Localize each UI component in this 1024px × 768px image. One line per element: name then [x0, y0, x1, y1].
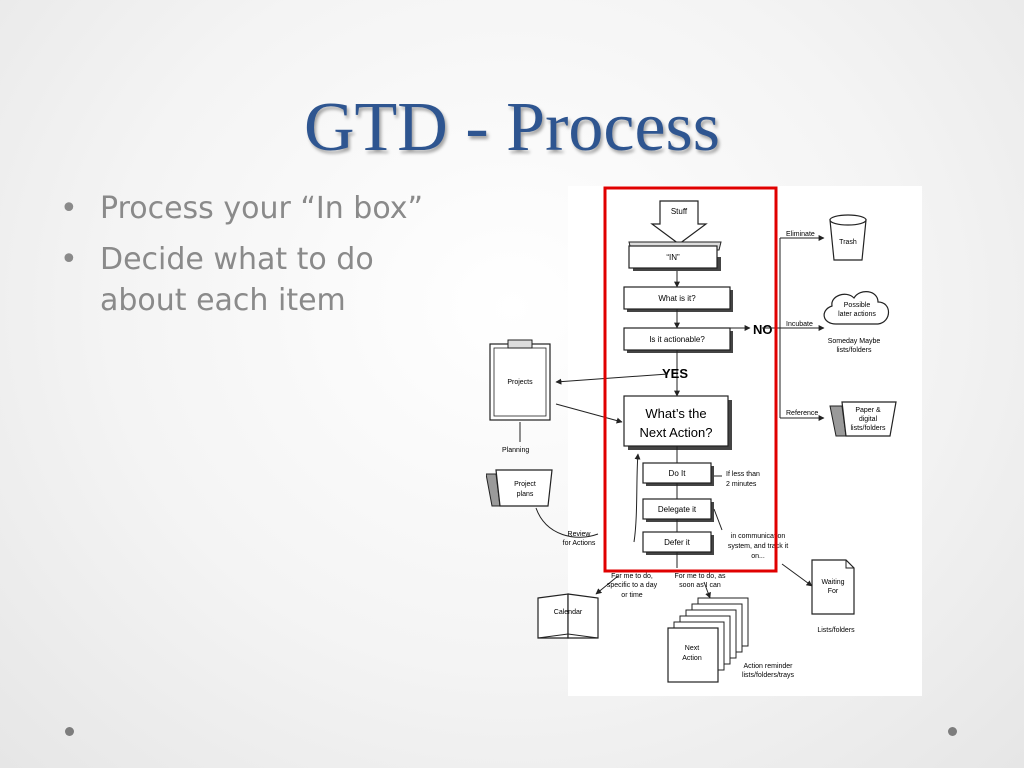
incubate-label: Incubate — [786, 321, 813, 328]
svg-text:Do It: Do It — [669, 469, 687, 478]
bullet-text: Process your “In box” — [100, 191, 424, 226]
svg-text:Calendar: Calendar — [554, 609, 583, 616]
svg-text:Possible: Possible — [844, 302, 871, 309]
right-branch-lines — [762, 235, 825, 421]
review-label: for Actions — [563, 540, 596, 547]
highlight-box — [603, 186, 778, 573]
review-label: Review — [568, 531, 592, 538]
waiting-lists-label: Lists/folders — [817, 627, 855, 634]
central-flow-lines — [674, 271, 751, 532]
svg-text:Defer it: Defer it — [664, 538, 691, 547]
bullet-item: • Decide what to do — [60, 239, 440, 280]
bullet-marker: • — [60, 191, 78, 226]
svg-text:Projects: Projects — [507, 379, 533, 386]
bullet-marker: • — [60, 242, 78, 277]
no-label: NO — [753, 322, 773, 337]
bullet-item-continuation: about each item — [60, 280, 440, 321]
action-reminder-label: Action reminder — [743, 663, 793, 670]
what-is-it-node: What is it? — [623, 286, 733, 312]
svg-text:What is it?: What is it? — [658, 294, 696, 303]
in-box-node: “IN” — [628, 241, 722, 271]
less-than-note: 2 minutes — [726, 481, 757, 488]
corner-dot — [948, 727, 957, 736]
asap-note: soon as I can — [679, 582, 721, 589]
svg-text:Next: Next — [685, 645, 699, 652]
svg-text:Action: Action — [682, 655, 702, 662]
specific-note: or time — [621, 592, 643, 599]
svg-text:Trash: Trash — [839, 239, 857, 246]
action-reminder-label: lists/folders/trays — [742, 672, 795, 679]
defer-it-node: Defer it — [642, 531, 714, 555]
is-actionable-node: Is it actionable? — [623, 327, 733, 353]
someday-maybe-label: Someday Maybe — [828, 338, 881, 345]
planning-label: Planning — [502, 447, 529, 454]
next-action-question-node: What’s the Next Action? — [623, 395, 732, 450]
specific-note: For me to do, — [611, 573, 653, 580]
eliminate-label: Eliminate — [786, 231, 815, 238]
svg-text:“IN”: “IN” — [666, 253, 680, 262]
do-it-node: Do It — [642, 462, 714, 486]
specific-note: specific to a day — [607, 582, 658, 589]
trash-icon: Trash — [829, 214, 867, 261]
communication-note: system, and track it — [728, 543, 788, 550]
svg-text:plans: plans — [517, 491, 534, 498]
left-branch-lines — [519, 373, 813, 599]
next-action-stack-icon: Next Action — [667, 597, 749, 683]
asap-note: For me to do, as — [675, 573, 726, 580]
waiting-for-page-icon: Waiting For — [811, 559, 855, 615]
svg-text:Is it actionable?: Is it actionable? — [649, 335, 705, 344]
someday-maybe-label: lists/folders — [836, 347, 872, 354]
bullet-item: • Process your “In box” — [60, 188, 440, 229]
yes-label: YES — [662, 366, 688, 381]
svg-text:Waiting: Waiting — [821, 579, 844, 586]
svg-text:What’s the: What’s the — [645, 406, 706, 421]
svg-text:For: For — [828, 588, 839, 595]
slide-title: GTD - Process — [303, 89, 721, 166]
svg-text:Next Action?: Next Action? — [640, 425, 713, 440]
svg-text:Delegate it: Delegate it — [658, 505, 697, 514]
communication-note: in communication — [731, 533, 786, 540]
svg-text:Paper &: Paper & — [855, 407, 881, 414]
communication-note: on... — [751, 553, 765, 560]
svg-text:lists/folders: lists/folders — [850, 425, 886, 432]
corner-dot — [65, 727, 74, 736]
bullet-text: about each item — [100, 283, 346, 318]
delegate-it-node: Delegate it — [642, 498, 714, 522]
bullet-text: Decide what to do — [100, 242, 374, 277]
svg-text:later actions: later actions — [838, 311, 876, 318]
project-plans-folder-icon: Project plans — [486, 469, 553, 507]
reference-folder-icon: Paper & digital lists/folders — [829, 401, 897, 437]
calendar-icon: Calendar — [537, 593, 599, 639]
reference-label: Reference — [786, 410, 818, 417]
svg-text:digital: digital — [859, 416, 878, 423]
gtd-process-diagram: Stuff “IN” What is it? Is it actionable?… — [486, 186, 922, 696]
stuff-node: Stuff — [650, 200, 708, 245]
bullet-list: • Process your “In box” • Decide what to… — [60, 188, 440, 331]
projects-clipboard-icon: Projects — [489, 339, 551, 421]
cloud-icon: Possible later actions — [823, 291, 890, 325]
less-than-note: If less than — [726, 471, 760, 478]
svg-text:Stuff: Stuff — [671, 207, 688, 216]
svg-text:Project: Project — [514, 481, 536, 488]
